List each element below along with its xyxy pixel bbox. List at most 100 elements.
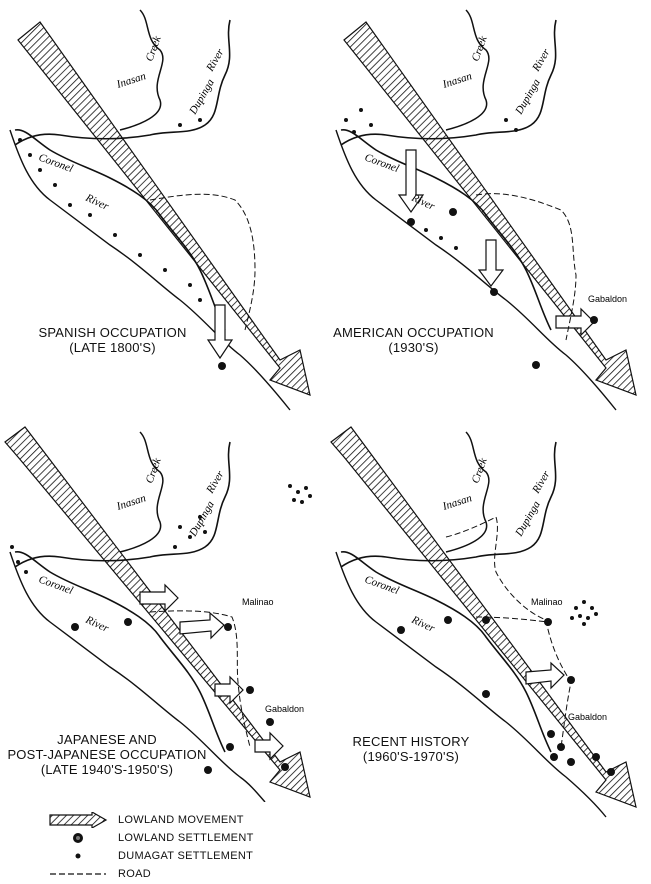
label-inasan: Inasan bbox=[114, 492, 148, 513]
dupinga-river bbox=[340, 19, 557, 146]
label-coronel: Coronel bbox=[363, 152, 401, 175]
lowland-movement-branch-arrow bbox=[555, 307, 595, 337]
label-river: River bbox=[204, 46, 227, 74]
coastline bbox=[335, 551, 607, 818]
label-creek: Creek bbox=[144, 34, 165, 63]
label-dupinga: Dupinga bbox=[513, 499, 543, 540]
lowland-movement-branch-arrow bbox=[179, 611, 225, 640]
dumagat-settlement-icon bbox=[75, 853, 81, 859]
lowland-movement-branch-arrow bbox=[139, 583, 179, 613]
inasan-creek bbox=[119, 9, 164, 131]
dupinga-river bbox=[14, 19, 231, 146]
caption-line: JAPANESE AND bbox=[57, 732, 157, 747]
road bbox=[149, 610, 251, 748]
caption-line: RECENT HISTORY bbox=[352, 734, 470, 749]
road bbox=[475, 616, 549, 623]
label-inasan: Inasan bbox=[440, 492, 474, 513]
label-coronel-river: River bbox=[409, 613, 437, 635]
inasan-creek bbox=[119, 431, 164, 553]
coronel-river bbox=[340, 551, 552, 753]
panel-caption: SPANISH OCCUPATION (LATE 1800'S) bbox=[20, 325, 205, 355]
lowland-settlements bbox=[397, 616, 615, 776]
lowland-movement-branch-arrow bbox=[525, 661, 565, 690]
place-label-malinao: Malinao bbox=[242, 597, 274, 607]
label-dupinga: Dupinga bbox=[187, 77, 217, 118]
caption-line: SPANISH OCCUPATION bbox=[38, 325, 187, 340]
label-river: River bbox=[204, 468, 227, 496]
label-creek: Creek bbox=[470, 456, 491, 485]
panel-recent-history: Malinao Gabaldon Inasan Creek Dupinga Ri… bbox=[326, 422, 651, 842]
label-coronel-river: River bbox=[83, 191, 111, 213]
legend-item-lowland-settlement: LOWLAND SETTLEMENT bbox=[48, 830, 308, 848]
legend-item-lowland-movement: LOWLAND MOVEMENT bbox=[48, 812, 308, 830]
dupinga-river bbox=[14, 441, 231, 568]
legend-item-road: ROAD bbox=[48, 866, 308, 884]
label-creek: Creek bbox=[470, 34, 491, 63]
lowland-movement-branch-arrow bbox=[214, 675, 244, 705]
label-inasan: Inasan bbox=[440, 70, 474, 91]
lowland-settlements bbox=[71, 618, 289, 774]
coronel-river bbox=[340, 129, 552, 331]
coastline bbox=[9, 129, 291, 411]
panel-japanese-occupation: Malinao Gabaldon Inasan Creek Dupinga Ri… bbox=[0, 422, 325, 842]
dupinga-river bbox=[340, 441, 557, 568]
label-dupinga: Dupinga bbox=[187, 499, 217, 540]
lowland-movement-arrow-icon bbox=[49, 812, 108, 828]
lowland-movement-arrow bbox=[4, 426, 311, 798]
label-coronel-river: River bbox=[83, 613, 111, 635]
caption-line: (LATE 1940'S-1950'S) bbox=[40, 762, 174, 777]
legend-item-dumagat-settlement: DUMAGAT SETTLEMENT bbox=[48, 848, 308, 866]
lowland-movement-arrow bbox=[17, 21, 311, 396]
legend-label: LOWLAND MOVEMENT bbox=[118, 814, 244, 826]
road bbox=[445, 516, 572, 748]
map-american: Gabaldon Inasan Creek Dupinga River Coro… bbox=[335, 9, 637, 411]
panel-spanish-occupation: Inasan Creek Dupinga River Coronel River… bbox=[0, 0, 325, 420]
panel-caption: JAPANESE AND POST-JAPANESE OCCUPATION (L… bbox=[2, 732, 212, 777]
lowland-movement-branch-arrow bbox=[477, 239, 505, 287]
dumagat-settlements bbox=[10, 484, 312, 574]
lowland-movement-branch-arrow bbox=[397, 149, 425, 214]
legend-label: ROAD bbox=[118, 868, 151, 880]
panel-caption: RECENT HISTORY (1960'S-1970'S) bbox=[336, 734, 486, 764]
caption-line: (LATE 1800'S) bbox=[69, 340, 156, 355]
caption-line: (1960'S-1970'S) bbox=[362, 749, 460, 764]
coastline bbox=[9, 551, 266, 802]
lowland-settlement-icon bbox=[73, 833, 83, 843]
place-label-gabaldon: Gabaldon bbox=[568, 712, 607, 722]
lowland-settlement bbox=[218, 362, 226, 370]
label-river: River bbox=[530, 468, 553, 496]
coastline bbox=[335, 129, 617, 411]
lowland-settlements bbox=[407, 208, 598, 369]
dumagat-settlements bbox=[18, 118, 202, 302]
label-coronel: Coronel bbox=[37, 574, 75, 597]
coronel-river bbox=[14, 551, 226, 753]
label-river: River bbox=[530, 46, 553, 74]
legend-label: DUMAGAT SETTLEMENT bbox=[118, 850, 254, 862]
lowland-movement-branch-arrow bbox=[254, 731, 284, 761]
label-creek: Creek bbox=[144, 456, 165, 485]
lowland-movement-arrow bbox=[343, 21, 637, 396]
inasan-creek bbox=[445, 431, 490, 553]
label-coronel: Coronel bbox=[363, 574, 401, 597]
coronel-river bbox=[14, 129, 226, 331]
map-spanish: Inasan Creek Dupinga River Coronel River bbox=[9, 9, 311, 411]
label-inasan: Inasan bbox=[114, 70, 148, 91]
place-label-gabaldon: Gabaldon bbox=[588, 294, 627, 304]
road bbox=[475, 193, 577, 341]
inasan-creek bbox=[445, 9, 490, 131]
road bbox=[149, 193, 256, 331]
map-recent: Malinao Gabaldon Inasan Creek Dupinga Ri… bbox=[330, 426, 637, 818]
road-line-icon bbox=[50, 873, 106, 875]
place-label-malinao: Malinao bbox=[531, 597, 563, 607]
dumagat-settlements bbox=[344, 108, 518, 250]
label-dupinga: Dupinga bbox=[513, 77, 543, 118]
caption-line: POST-JAPANESE OCCUPATION bbox=[7, 747, 207, 762]
panel-american-occupation: Gabaldon Inasan Creek Dupinga River Coro… bbox=[326, 0, 651, 420]
place-label-gabaldon: Gabaldon bbox=[265, 704, 304, 714]
caption-line: AMERICAN OCCUPATION bbox=[333, 325, 494, 340]
map-legend: LOWLAND MOVEMENT LOWLAND SETTLEMENT DUMA… bbox=[48, 812, 308, 884]
caption-line: (1930'S) bbox=[388, 340, 439, 355]
panel-caption: AMERICAN OCCUPATION (1930'S) bbox=[326, 325, 501, 355]
map-japanese: Malinao Gabaldon Inasan Creek Dupinga Ri… bbox=[4, 426, 312, 802]
legend-label: LOWLAND SETTLEMENT bbox=[118, 832, 254, 844]
